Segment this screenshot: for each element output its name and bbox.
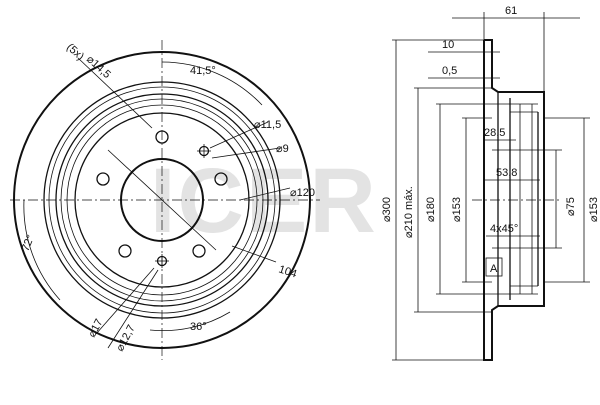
thickness-label: 10	[442, 39, 454, 51]
d300-label: ⌀300	[381, 197, 393, 222]
d153r-label: ⌀153	[588, 197, 600, 222]
front-view: (5x) ⌀14,5 41,5° ⌀11,5 ⌀9 ⌀120 104 72° ⌀…	[10, 40, 320, 360]
bolt-count-label: (5x)	[64, 41, 86, 63]
dia-11-label: ⌀11,5	[254, 119, 281, 131]
d153-label: ⌀153	[451, 197, 463, 222]
disc-profile	[483, 39, 545, 361]
pcd-label: ⌀120	[290, 187, 315, 199]
depth-label: 53,8	[496, 167, 517, 179]
side-view: 61 10 0,5 28,5 53,8 4x45° A ⌀300 ⌀210 má…	[381, 5, 600, 361]
bolt-hole	[192, 244, 206, 258]
d210-label: ⌀210 máx.	[403, 186, 415, 238]
bolt-hole	[96, 172, 110, 186]
dia-12-label: ⌀12,7	[114, 323, 138, 353]
bolt-hole	[118, 244, 132, 258]
hat-label: 28,5	[484, 127, 505, 139]
bolt-hole	[214, 172, 228, 186]
dia-104-label: 104	[277, 263, 298, 280]
datum-label: A	[490, 263, 498, 275]
angle-36-label: 36°	[190, 321, 207, 333]
chamfer-label: 4x45°	[490, 223, 518, 235]
d180-label: ⌀180	[425, 197, 437, 222]
angle-72-label: 72°	[20, 233, 37, 253]
d75-label: ⌀75	[565, 197, 577, 216]
offset-label: 0,5	[442, 65, 457, 77]
width-label: 61	[505, 5, 517, 17]
dia-9-label: ⌀9	[276, 143, 289, 155]
bolt-hole	[155, 130, 169, 144]
angle-bolt-label: 41,5°	[190, 65, 216, 77]
datum-box	[485, 257, 503, 277]
